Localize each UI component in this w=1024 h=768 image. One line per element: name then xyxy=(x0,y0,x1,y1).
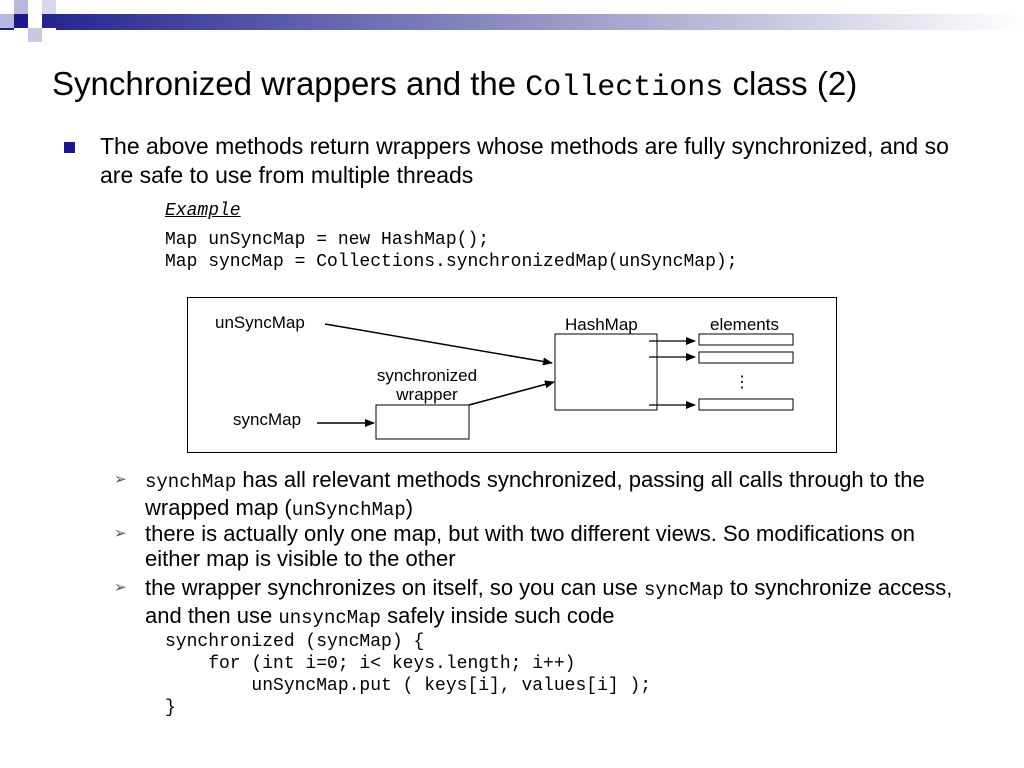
element-box-2 xyxy=(698,351,794,364)
arrow-bullet-icon: ➢ xyxy=(114,579,127,596)
arrow-bullet-icon: ➢ xyxy=(114,471,127,488)
subbullet-1: synchMap has all relevant methods synchr… xyxy=(145,467,975,523)
map-wrapper-diagram: unSyncMap HashMap elements ⋮ synchronize… xyxy=(187,297,837,453)
subbullet-3-code1: syncMap xyxy=(643,579,724,601)
arrow-bullet-icon: ➢ xyxy=(114,525,127,542)
hashmap-label: HashMap xyxy=(565,315,638,334)
header-banner xyxy=(0,0,1024,56)
unsync-arrow xyxy=(324,323,553,366)
bullet-square-icon xyxy=(64,142,75,153)
hashmap-box xyxy=(554,333,658,411)
sync-code-block: synchronized (syncMap) { for (int i=0; i… xyxy=(165,632,652,718)
unsync-label: unSyncMap xyxy=(215,313,305,332)
ellipsis-icon: ⋮ xyxy=(734,374,750,391)
title-code: Collections xyxy=(525,71,724,105)
wrapper-label-line1: synchronized xyxy=(377,366,477,385)
subbullet-3-text1: the wrapper synchronizes on itself, so y… xyxy=(145,575,644,600)
element-box-1 xyxy=(698,333,794,346)
subbullet-3-text2: to synchronize access, and then use xyxy=(145,575,953,628)
subbullet-1-text1: has all relevant methods synchronized, p… xyxy=(145,467,925,520)
subbullet-2: there is actually only one map, but with… xyxy=(145,521,915,571)
subbullet-1-text2: ) xyxy=(405,495,414,520)
elements-label: elements xyxy=(710,315,779,334)
sync-label: syncMap xyxy=(233,410,301,429)
wrapper-to-hashmap-arrow xyxy=(468,380,555,406)
example-code: Map unSyncMap = new HashMap(); Map syncM… xyxy=(165,230,738,272)
subbullet-3-code2: unsyncMap xyxy=(278,607,381,629)
element-box-3 xyxy=(698,398,794,411)
subbullet-1-code2: unSynchMap xyxy=(291,499,406,521)
main-bullet-text: The above methods return wrappers whose … xyxy=(100,133,949,188)
subbullet-1-code1: synchMap xyxy=(145,471,237,493)
subbullet-3-text3: safely inside such code xyxy=(380,603,615,628)
title-part1: Synchronized wrappers and the xyxy=(52,65,526,102)
example-label: Example xyxy=(165,201,241,221)
wrapper-box xyxy=(375,404,470,440)
slide-title: Synchronized wrappers and the Collection… xyxy=(52,65,858,105)
subbullet-3: the wrapper synchronizes on itself, so y… xyxy=(145,575,975,631)
title-part2: class (2) xyxy=(723,65,858,102)
diagram-frame xyxy=(187,297,837,453)
wrapper-label-line2: wrapper xyxy=(395,385,458,404)
